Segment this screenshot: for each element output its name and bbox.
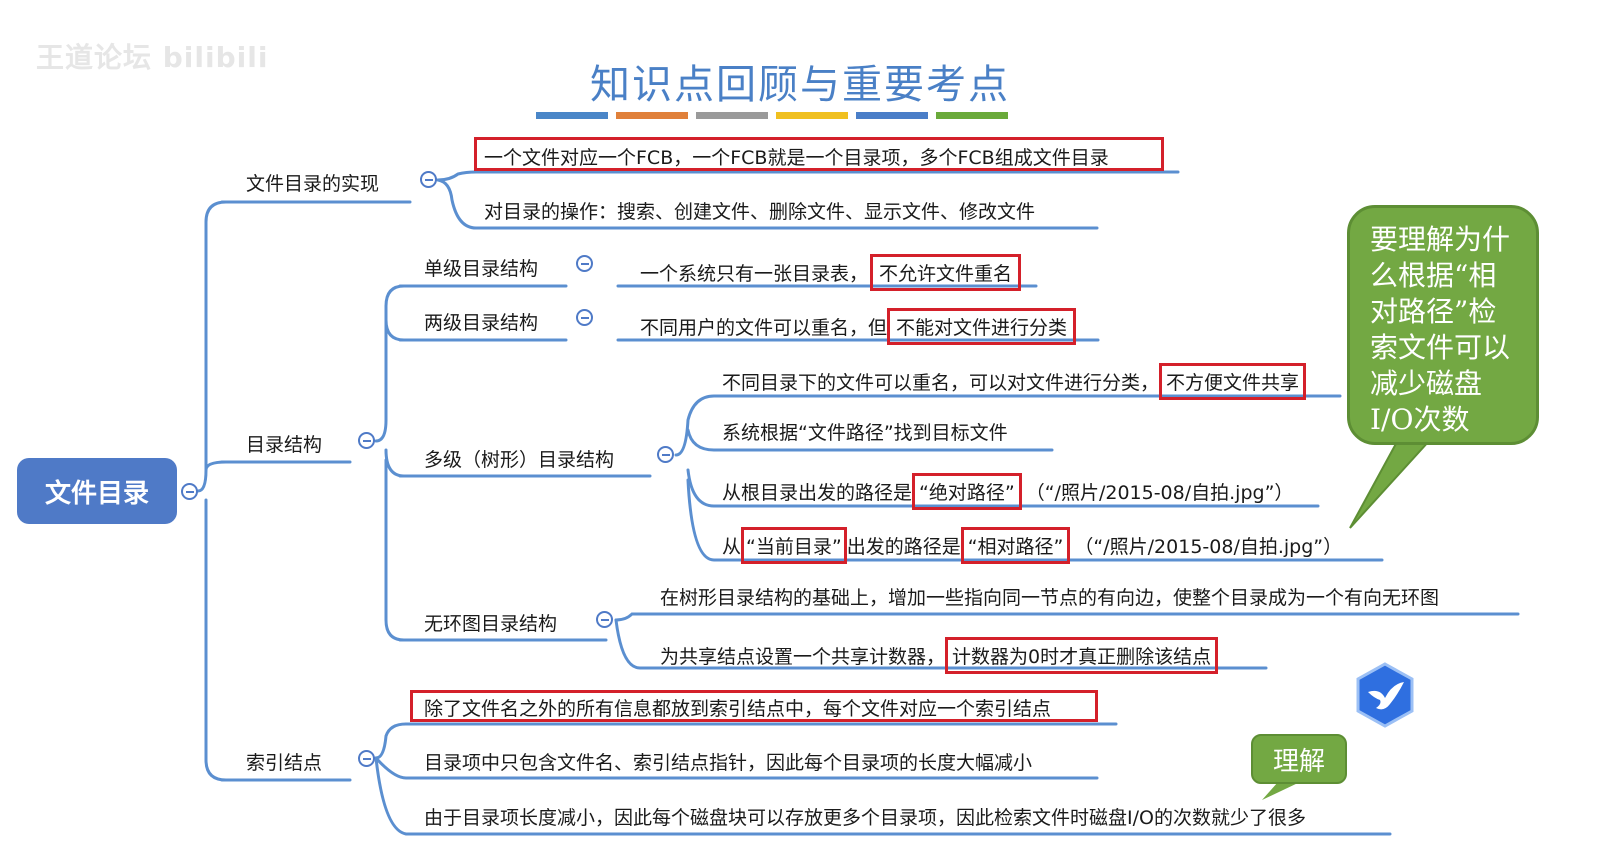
watermark: 王道论坛 bilibili [36,41,269,74]
inode-child-3[interactable]: 由于目录项长度减小，因此每个磁盘块可以存放更多个目录项，因此检索文件时磁盘I/O… [424,807,1306,829]
two-detail-text: 不同用户的文件可以重名，但 [640,317,888,339]
acyclic-child-1[interactable]: 在树形目录结构的基础上，增加一些指向同一节点的有向边，使整个目录成为一个有向无环… [660,587,1440,609]
bird-shield-logo-icon [1356,662,1414,728]
collapse-impl-icon[interactable] [420,171,437,188]
multi-level-label[interactable]: 多级（树形）目录结构 [424,449,615,471]
highlight-box [410,690,1098,722]
callout-line-3: 对路径”检 [1370,295,1497,328]
single-level-label[interactable]: 单级目录结构 [424,258,539,280]
title-underline-2 [616,112,688,119]
single-level-detail[interactable]: 一个系统只有一张目录表，不允许文件重名 [640,254,1022,291]
collapse-structure-icon[interactable] [358,432,375,449]
title-underline-1 [536,112,608,119]
multi-c4-suffix: （“/照片/2015-08/自拍.jpg”） [1074,536,1343,558]
acyclic-c2-text: 为共享结点设置一个共享计数器， [660,646,946,668]
root-node-label: 文件目录 [44,478,149,509]
root-node[interactable]: 文件目录 [17,458,177,524]
callout-small: 理解 [1251,734,1347,784]
title-underline-4 [776,112,848,119]
branch-structure-label[interactable]: 目录结构 [246,434,323,456]
callout-line-5: 减少磁盘 [1370,367,1483,400]
collapse-acyclic-icon[interactable] [596,611,613,628]
callout-line-1: 要理解为什 [1370,223,1511,256]
multi-c4-highlight-1: “当前目录” [741,527,847,564]
callout-small-label: 理解 [1272,746,1325,777]
page-title: 知识点回顾与重要考点 [590,62,1010,108]
multi-child-2[interactable]: 系统根据“文件路径”找到目标文件 [722,422,1008,444]
callout-line-2: 么根据“相 [1370,259,1497,292]
title-underline-3 [696,112,768,119]
acyclic-c2-highlight: 计数器为0时才真正删除该结点 [945,637,1219,674]
two-level-detail[interactable]: 不同用户的文件可以重名，但不能对文件进行分类 [640,308,1077,345]
collapse-inode-icon[interactable] [358,750,375,767]
collapse-root-icon[interactable] [181,483,198,500]
multi-child-1[interactable]: 不同目录下的文件可以重名，可以对文件进行分类，不方便文件共享 [722,363,1307,400]
multi-c4-middle: 出发的路径是 [846,536,961,558]
multi-c3-highlight: “绝对路径” [912,473,1022,510]
multi-c1-highlight: 不方便文件共享 [1159,363,1307,400]
callout-line-4: 索文件可以 [1370,331,1511,364]
two-detail-highlight: 不能对文件进行分类 [887,308,1077,345]
multi-child-4[interactable]: 从“当前目录”出发的路径是“相对路径”（“/照片/2015-08/自拍.jpg”… [722,527,1342,564]
single-detail-text: 一个系统只有一张目录表， [640,263,869,285]
highlight-box [474,137,1164,171]
multi-c3-suffix: （“/照片/2015-08/自拍.jpg”） [1025,482,1294,504]
collapse-two-icon[interactable] [576,309,593,326]
impl-child-1[interactable]: 一个文件对应一个FCB，一个FCB就是一个目录项，多个FCB组成文件目录 [484,147,1109,169]
title-underline-5 [856,112,928,119]
branch-impl-label[interactable]: 文件目录的实现 [246,173,380,195]
callout-main: 要理解为什 么根据“相 对路径”检 索文件可以 减少磁盘 I/O次数 [1347,205,1539,445]
branch-inode-label[interactable]: 索引结点 [246,752,323,774]
title-underline-6 [936,112,1008,119]
multi-c4-highlight-2: “相对路径” [960,527,1071,564]
callout-line-6: I/O次数 [1370,403,1470,436]
collapse-single-icon[interactable] [576,255,593,272]
inode-child-1[interactable]: 除了文件名之外的所有信息都放到索引结点中，每个文件对应一个索引结点 [424,698,1052,720]
impl-child-2[interactable]: 对目录的操作：搜索、创建文件、删除文件、显示文件、修改文件 [484,201,1036,223]
multi-c3-prefix: 从根目录出发的路径是 [722,482,913,504]
inode-child-2[interactable]: 目录项中只包含文件名、索引结点指针，因此每个目录项的长度大幅减小 [424,752,1033,774]
two-level-label[interactable]: 两级目录结构 [424,312,539,334]
single-detail-highlight: 不允许文件重名 [870,254,1022,291]
multi-child-3[interactable]: 从根目录出发的路径是“绝对路径”（“/照片/2015-08/自拍.jpg”） [722,473,1293,510]
collapse-multi-icon[interactable] [657,446,674,463]
acyclic-label[interactable]: 无环图目录结构 [424,613,558,635]
multi-c4-prefix: 从 [722,536,742,558]
acyclic-child-2[interactable]: 为共享结点设置一个共享计数器，计数器为0时才真正删除该结点 [660,637,1219,674]
multi-c1-text: 不同目录下的文件可以重名，可以对文件进行分类， [722,372,1160,394]
